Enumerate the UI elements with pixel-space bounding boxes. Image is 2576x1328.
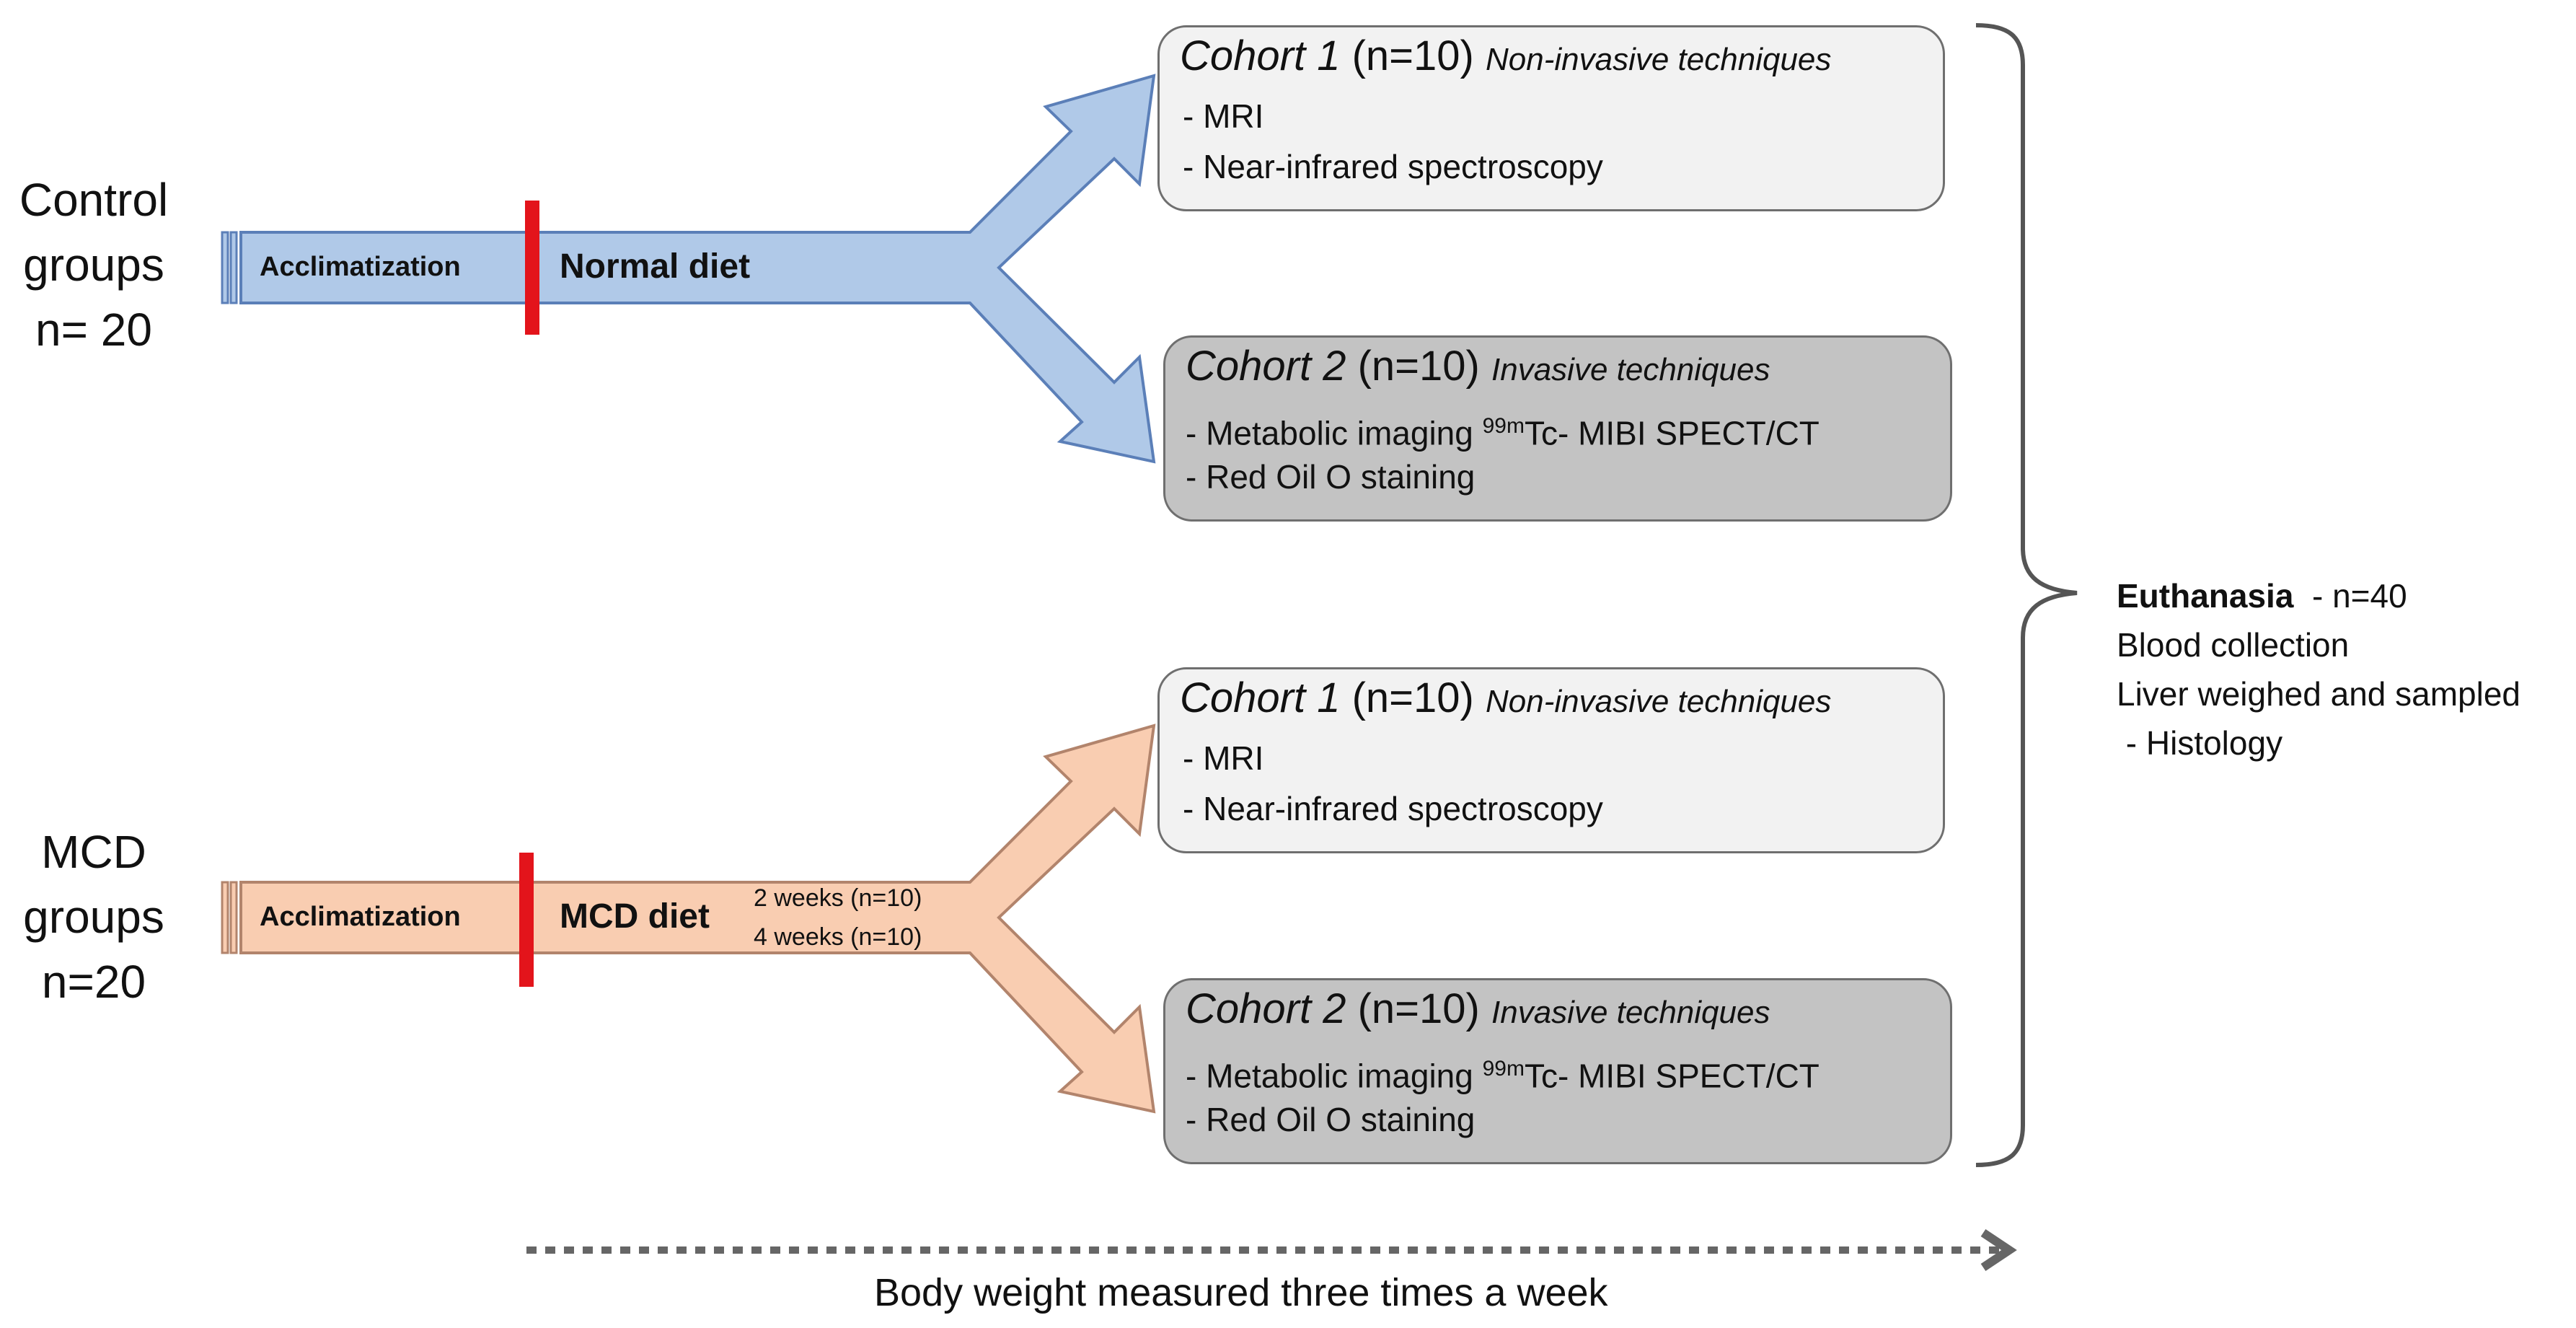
mcd-diet-start-marker — [519, 853, 534, 987]
control-cohort2-n: (n=10) — [1357, 343, 1480, 390]
mcd-duration-2-weeks: 2 weeks (n=10) — [754, 884, 922, 912]
mcd-cohort2-item1-sup: 99m — [1482, 1057, 1525, 1081]
control-cohort1-item-mri: - MRI — [1183, 97, 1264, 135]
euthanasia-heading: Euthanasia - n=40 — [2117, 571, 2520, 620]
control-cohort1-item-nirs: - Near-infrared spectroscopy — [1183, 148, 1603, 185]
mcd-cohort1-n: (n=10) — [1351, 674, 1474, 721]
euthanasia-line-liver: Liver weighed and sampled — [2117, 675, 2521, 713]
mcd-cohort2-item1-suffix: Tc- MIBI SPECT/CT — [1524, 1057, 1819, 1095]
mcd-cohort2-item1-prefix: - Metabolic imaging — [1186, 1057, 1483, 1095]
control-diet-start-marker — [525, 201, 539, 335]
control-cohort2-item-red-oil: - Red Oil O staining — [1186, 458, 1476, 496]
control-cohort2-name: Cohort 2 — [1186, 343, 1346, 390]
control-cohort1-box: Cohort 1 (n=10) Non-invasive techniques … — [1157, 25, 1945, 211]
mcd-cohort2-technique: Invasive techniques — [1491, 995, 1770, 1030]
mcd-group-label: MCD groups n=20 — [0, 819, 188, 1014]
mcd-timeline-arrow — [221, 724, 1156, 1114]
euthanasia-line-histology: - Histology — [2117, 724, 2283, 762]
control-group-label: Control groups n= 20 — [0, 167, 188, 362]
control-cohort1-n: (n=10) — [1351, 32, 1474, 79]
mcd-cohort1-item-nirs: - Near-infrared spectroscopy — [1183, 790, 1603, 827]
mcd-acclimatization-label: Acclimatization — [260, 902, 461, 932]
control-cohort2-item1-suffix: Tc- MIBI SPECT/CT — [1524, 414, 1819, 452]
mcd-cohort2-item-metabolic-imaging: - Metabolic imaging 99mTc- MIBI SPECT/CT — [1186, 1044, 1819, 1101]
control-group-label-line1: Control — [19, 174, 169, 226]
mcd-cohort2-n: (n=10) — [1357, 985, 1480, 1032]
control-timeline-arrow — [221, 74, 1156, 464]
control-cohort2-item1-prefix: - Metabolic imaging — [1186, 414, 1483, 452]
control-cohort2-heading: Cohort 2 (n=10) Invasive techniques — [1186, 341, 1770, 395]
mcd-cohort1-heading: Cohort 1 (n=10) Non-invasive techniques — [1180, 673, 1831, 727]
euthanasia-brace — [1975, 23, 2078, 1167]
mcd-group-label-line3: n=20 — [41, 956, 146, 1008]
control-acclimatization-label: Acclimatization — [260, 252, 461, 282]
control-cohort1-name: Cohort 1 — [1180, 32, 1341, 79]
control-cohort2-item-metabolic-imaging: - Metabolic imaging 99mTc- MIBI SPECT/CT — [1186, 401, 1819, 458]
mcd-cohort2-heading: Cohort 2 (n=10) Invasive techniques — [1186, 984, 1770, 1038]
mcd-group-label-line1: MCD — [41, 826, 146, 878]
euthanasia-n: - n=40 — [2311, 577, 2407, 615]
control-cohort1-technique: Non-invasive techniques — [1486, 42, 1832, 77]
mcd-cohort1-box: Cohort 1 (n=10) Non-invasive techniques … — [1157, 667, 1945, 853]
euthanasia-title: Euthanasia — [2117, 577, 2294, 615]
mcd-group-label-line2: groups — [23, 891, 164, 943]
mcd-cohort2-item-red-oil: - Red Oil O staining — [1186, 1101, 1476, 1138]
mcd-cohort2-box: Cohort 2 (n=10) Invasive techniques - Me… — [1163, 978, 1952, 1164]
mcd-diet-label: MCD diet — [560, 897, 710, 936]
control-group-label-line3: n= 20 — [35, 304, 152, 356]
mcd-duration-4-weeks: 4 weeks (n=10) — [754, 923, 922, 951]
control-diet-label: Normal diet — [560, 247, 751, 286]
mcd-cohort2-name: Cohort 2 — [1186, 985, 1346, 1032]
euthanasia-block: Euthanasia - n=40 Blood collection Liver… — [2117, 571, 2520, 768]
euthanasia-line-blood: Blood collection — [2117, 626, 2350, 664]
control-cohort1-heading: Cohort 1 (n=10) Non-invasive techniques — [1180, 31, 1831, 85]
control-group-label-line2: groups — [23, 239, 164, 291]
mcd-cohort1-name: Cohort 1 — [1180, 674, 1341, 721]
mcd-cohort1-technique: Non-invasive techniques — [1486, 684, 1832, 719]
body-weight-caption: Body weight measured three times a week — [874, 1271, 1608, 1314]
control-cohort2-box: Cohort 2 (n=10) Invasive techniques - Me… — [1163, 335, 1952, 522]
control-cohort2-technique: Invasive techniques — [1491, 352, 1770, 387]
control-cohort2-item1-sup: 99m — [1482, 414, 1525, 438]
mcd-cohort1-item-mri: - MRI — [1183, 739, 1264, 777]
